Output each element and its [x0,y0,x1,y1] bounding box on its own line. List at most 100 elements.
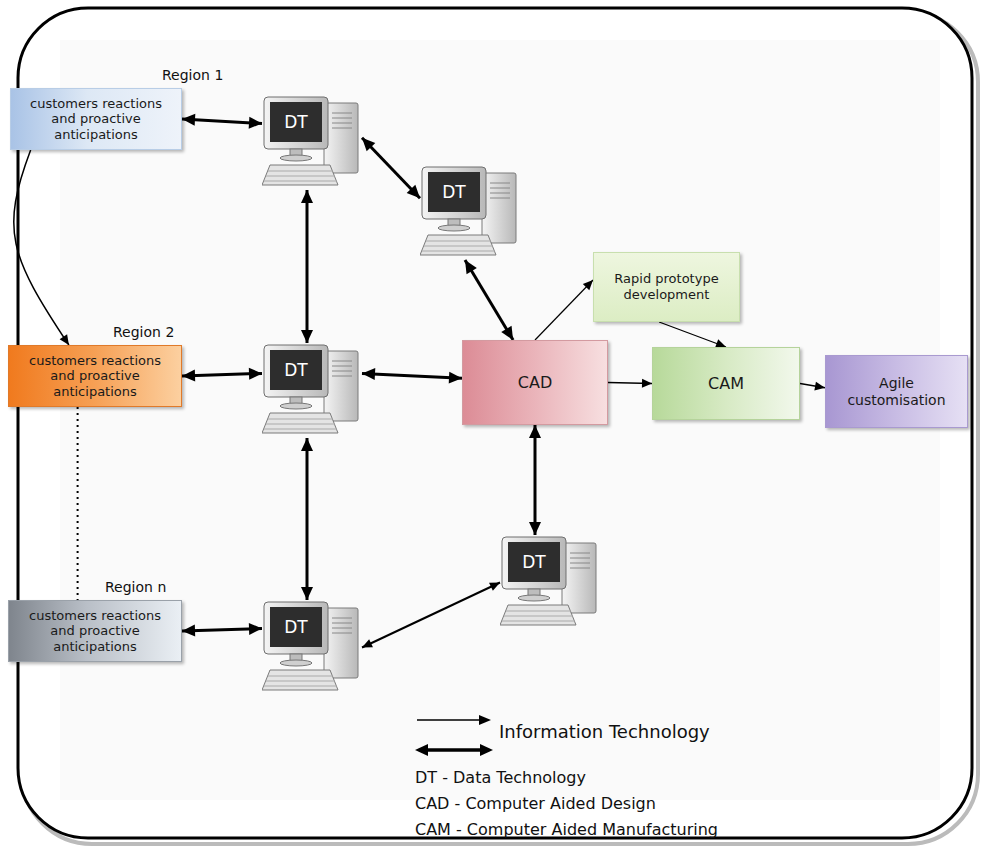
connector-line [362,138,420,199]
arrowhead [182,114,195,126]
arrowhead [529,522,541,535]
arrowhead [249,368,262,380]
arrowhead [60,334,69,345]
connector-line [465,260,513,340]
connector [77,407,78,600]
arrowhead [362,138,375,152]
computer-icon [420,165,520,260]
arrowhead [301,330,313,343]
connector [182,623,262,637]
screen-label: DT [270,350,322,390]
region-heading: Region 2 [113,324,174,341]
connector-line [306,438,309,600]
arrowhead [301,438,313,451]
arrowhead [182,625,195,637]
connector [362,368,462,384]
box-text: CAM [708,374,744,393]
connector [800,382,825,391]
box-body: CAM [708,374,744,393]
legend-thin-arrow [417,719,481,721]
process-box: CAD [462,340,608,425]
connector [362,138,420,199]
arrowhead [249,623,262,635]
connector-line [14,150,69,345]
arrowhead [182,370,195,382]
computer-icon [262,95,362,190]
screen-label: DT [508,542,560,582]
connector [465,260,513,340]
computer-icon [500,535,600,630]
legend-arrowhead [415,744,428,756]
abbreviation-note: DT - Data Technology [415,768,586,787]
connector [301,438,313,600]
legend-thick-arrow [427,748,481,752]
arrowhead [301,190,313,203]
connector [608,379,652,388]
box-text: Agile customisation [832,375,961,409]
connector [529,425,541,535]
arrowhead [529,425,541,438]
process-box: Region 2customers reactions and proactiv… [8,345,182,407]
computer-node: DT [262,343,362,438]
legend-arrowhead [479,715,491,725]
region-heading: Region n [105,579,166,596]
computer-node: DT [262,600,362,695]
arrowhead [362,639,373,647]
connector [182,114,262,129]
arrowhead [642,379,652,388]
arrowhead [501,326,513,340]
process-box: Agile customisation [825,355,968,428]
screen-label: DT [428,172,480,212]
legend-arrows [415,710,495,762]
box-body: CAD [518,373,552,392]
screen-label: DT [270,607,322,647]
connector [301,190,313,343]
arrowhead [407,185,420,199]
connector [182,368,262,382]
box-text: customers reactions and proactive antici… [15,353,175,400]
connector [535,280,593,340]
arrowhead [449,372,462,384]
computer-node: DT [420,165,520,260]
connector-line [659,322,726,347]
computer-icon [262,600,362,695]
arrowhead [249,117,262,129]
legend-arrowhead [480,744,493,756]
arrowhead [465,260,477,274]
box-body: customers reactions and proactive antici… [15,608,175,655]
arrowhead [814,382,825,391]
arrowhead [489,583,500,591]
box-body: Rapid prototype development [600,271,733,302]
box-body: Agile customisation [832,375,961,409]
connector [14,150,69,345]
arrowhead [362,368,375,380]
process-box: CAM [652,347,800,420]
box-text: Rapid prototype development [600,271,733,302]
box-body: customers reactions and proactive antici… [17,96,175,143]
connector [362,583,500,648]
connector-line [306,190,309,343]
box-text: customers reactions and proactive antici… [15,608,175,655]
abbreviation-note: CAD - Computer Aided Design [415,794,656,813]
connector-line [77,407,79,600]
process-box: Rapid prototype development [593,252,740,322]
connector-line [362,583,500,648]
frame-ground [60,40,940,800]
process-box: Region ncustomers reactions and proactiv… [8,600,182,662]
arrowhead [583,280,593,290]
connector-line [362,373,462,378]
box-text: CAD [518,373,552,392]
arrowhead [301,587,313,600]
connector-line [534,425,537,535]
legend-text: Information Technology [499,721,710,742]
computer-node: DT [500,535,600,630]
computer-node: DT [262,95,362,190]
process-box: Region 1customers reactions and proactiv… [10,88,182,150]
screen-label: DT [270,102,322,142]
box-text: customers reactions and proactive antici… [17,96,175,143]
region-heading: Region 1 [162,67,223,84]
abbreviation-note: CAM - Computer Aided Manufacturing [415,820,718,839]
box-body: customers reactions and proactive antici… [15,353,175,400]
connector [659,322,726,348]
